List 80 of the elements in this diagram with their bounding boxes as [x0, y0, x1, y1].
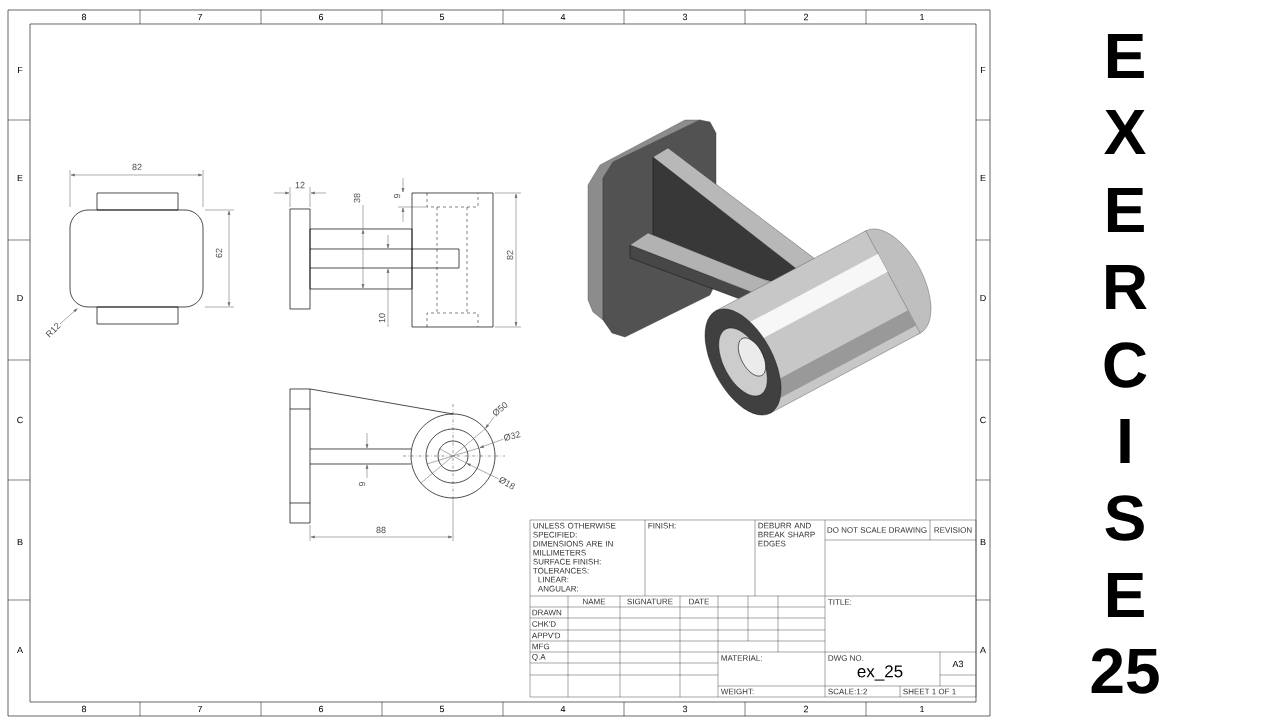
- dimension-text: Ø18: [498, 477, 515, 490]
- zone-marker: 5: [439, 13, 445, 21]
- dimension-text: Ø32: [504, 431, 521, 442]
- dimension-text: 82: [506, 250, 514, 260]
- table-label: TOLERANCES:: [533, 567, 589, 574]
- title-letter: X: [1104, 110, 1146, 154]
- table-label: DIMENSIONS ARE IN MILLIMETERS: [533, 540, 613, 556]
- table-label: WEIGHT:: [720, 688, 754, 695]
- dimension-text: 88: [376, 526, 386, 534]
- dimension-text: Ø50: [492, 402, 508, 417]
- zone-marker: 2: [803, 13, 809, 21]
- table-label: SIGNATURE: [627, 598, 673, 605]
- dimension-text: 62: [215, 248, 223, 258]
- title-letter: I: [1120, 418, 1130, 463]
- zone-marker: E: [17, 174, 23, 182]
- zone-marker: 7: [197, 13, 203, 21]
- table-label: CHK'D: [532, 621, 556, 627]
- title-letter: R: [1106, 264, 1147, 309]
- table-label: SURFACE FINISH:: [533, 558, 601, 565]
- table-label: Q.A: [532, 653, 546, 662]
- table-label: LINEAR:: [538, 576, 569, 583]
- leader-line: [485, 416, 495, 429]
- leader-line: [466, 463, 499, 480]
- dimension-text: 9: [393, 193, 401, 199]
- dimension-text: 9: [358, 481, 366, 487]
- zone-marker: 4: [560, 705, 566, 713]
- table-label: DEBURR AND BREAK SHARP EDGES: [758, 522, 815, 547]
- table-label: REVISION: [934, 527, 972, 533]
- table-label: TITLE:: [828, 599, 852, 605]
- zone-marker: 5: [439, 705, 445, 713]
- table-label: NAME: [583, 598, 606, 605]
- dimension-text: 82: [132, 163, 142, 171]
- title-letter: E: [1107, 572, 1144, 617]
- zone-marker: 2: [803, 705, 809, 713]
- drawing-number: ex_25: [857, 665, 903, 681]
- zone-marker: F: [18, 66, 23, 74]
- zone-marker: E: [980, 174, 986, 182]
- zone-marker: 1: [920, 13, 925, 21]
- zone-marker: 3: [682, 13, 688, 21]
- table-label: SHEET 1 OF 1: [903, 688, 956, 695]
- zone-marker: 6: [318, 13, 324, 21]
- table-label: DRAWN: [532, 609, 562, 616]
- zone-marker: F: [981, 66, 986, 74]
- zone-marker: D: [980, 294, 986, 302]
- table-label: MATERIAL:: [721, 655, 762, 661]
- title-letter: E: [1107, 34, 1144, 78]
- zone-marker: C: [17, 416, 23, 424]
- zone-marker: 3: [682, 705, 688, 713]
- dimension-text: 38: [353, 193, 361, 203]
- table-label: ANGULAR:: [537, 585, 578, 592]
- zone-marker: C: [980, 416, 986, 424]
- title-letter: S: [1105, 495, 1144, 541]
- zone-marker: B: [980, 538, 986, 546]
- leader-line: [59, 308, 78, 325]
- table-label: MFG: [532, 643, 550, 650]
- table-label: FINISH:: [648, 522, 676, 529]
- zone-marker: 7: [197, 705, 203, 713]
- title-letter: E: [1107, 188, 1144, 232]
- zone-marker: 8: [81, 705, 87, 713]
- table-label: APPV'D: [531, 632, 561, 639]
- table-label: UNLESS OTHERWISE SPECIFIED:: [533, 522, 616, 538]
- table-label: SCALE:1:2: [828, 688, 868, 695]
- table-label: A3: [952, 660, 964, 668]
- dimension-text: R12: [45, 323, 61, 338]
- table-label: DATE: [689, 598, 710, 605]
- zone-marker: 1: [920, 705, 925, 713]
- title-letter: 25: [1091, 648, 1159, 694]
- zone-marker: B: [17, 538, 23, 546]
- zone-marker: 4: [560, 13, 566, 21]
- leader-line: [479, 438, 504, 448]
- zone-marker: 8: [81, 13, 87, 21]
- zone-marker: 6: [318, 705, 324, 713]
- title-letter: C: [1104, 342, 1147, 388]
- zone-marker: A: [980, 646, 986, 654]
- table-label: DO NOT SCALE DRAWING: [827, 527, 927, 533]
- dimension-text: 12: [295, 181, 305, 189]
- table-label: DWG NO.: [828, 655, 864, 661]
- zone-marker: D: [17, 294, 23, 302]
- zone-marker: A: [17, 646, 23, 654]
- dimension-text: 10: [378, 313, 386, 323]
